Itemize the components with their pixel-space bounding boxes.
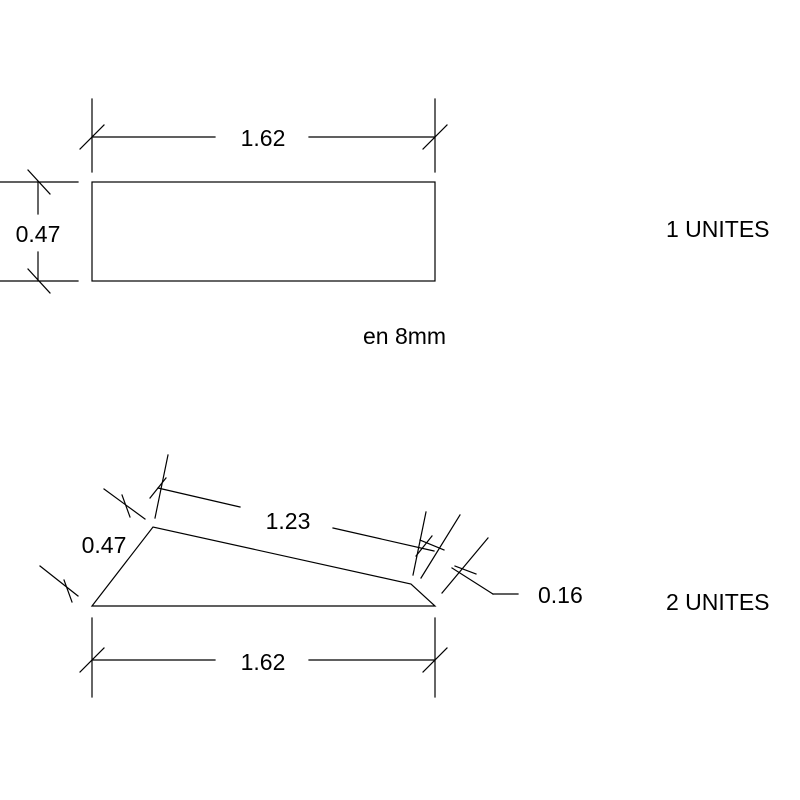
left-edge-label: 0.47 xyxy=(82,532,127,558)
tick-mark-top xyxy=(419,539,445,551)
height-label: 0.47 xyxy=(16,221,61,247)
extension-line-bottom xyxy=(441,537,489,594)
right-edge-label: 0.16 xyxy=(538,582,583,608)
tick-mark-top xyxy=(121,494,131,518)
right-edge-dimension: 0.16 xyxy=(419,514,583,608)
base-dimension: 1.62 xyxy=(79,617,448,698)
extension-line-top xyxy=(420,514,461,579)
tick-mark-bottom xyxy=(63,579,73,603)
trapezoid-outline xyxy=(90,526,437,607)
hypotenuse-dimension: 1.23 xyxy=(149,454,435,576)
note-label: en 8mm xyxy=(363,323,446,349)
base-label: 1.62 xyxy=(241,649,286,675)
tick-mark-top xyxy=(27,169,51,195)
tick-mark-right xyxy=(422,647,448,673)
dimension-line-right-segment xyxy=(332,527,435,552)
hypotenuse-label: 1.23 xyxy=(266,508,311,534)
tick-mark-left xyxy=(79,124,105,150)
height-dimension: 0.47 xyxy=(0,169,79,294)
part-1: 1.62 0.47 1 UNITES en 8mm xyxy=(0,98,770,349)
part-2: 1.62 1.23 0.16 0.47 xyxy=(39,454,770,698)
extension-line xyxy=(103,488,146,520)
count-label-2: 2 UNITES xyxy=(666,589,770,615)
width-dimension: 1.62 xyxy=(79,98,448,173)
count-label-1: 1 UNITES xyxy=(666,216,770,242)
rectangle-outline xyxy=(91,181,436,282)
extension-line-left xyxy=(154,454,169,519)
tick-mark-left xyxy=(79,647,105,673)
tick-mark-right xyxy=(415,535,433,557)
tick-mark-right xyxy=(422,124,448,150)
left-edge-dimension: 0.47 xyxy=(39,488,146,603)
tick-mark-bottom xyxy=(454,565,477,575)
leader-line xyxy=(451,567,494,595)
width-label: 1.62 xyxy=(241,125,286,151)
tick-mark-left xyxy=(149,477,167,499)
extension-line-right xyxy=(412,511,427,576)
dimension-line-left-segment xyxy=(157,487,241,508)
tick-mark-bottom xyxy=(27,268,51,294)
dimension-line xyxy=(39,565,79,597)
